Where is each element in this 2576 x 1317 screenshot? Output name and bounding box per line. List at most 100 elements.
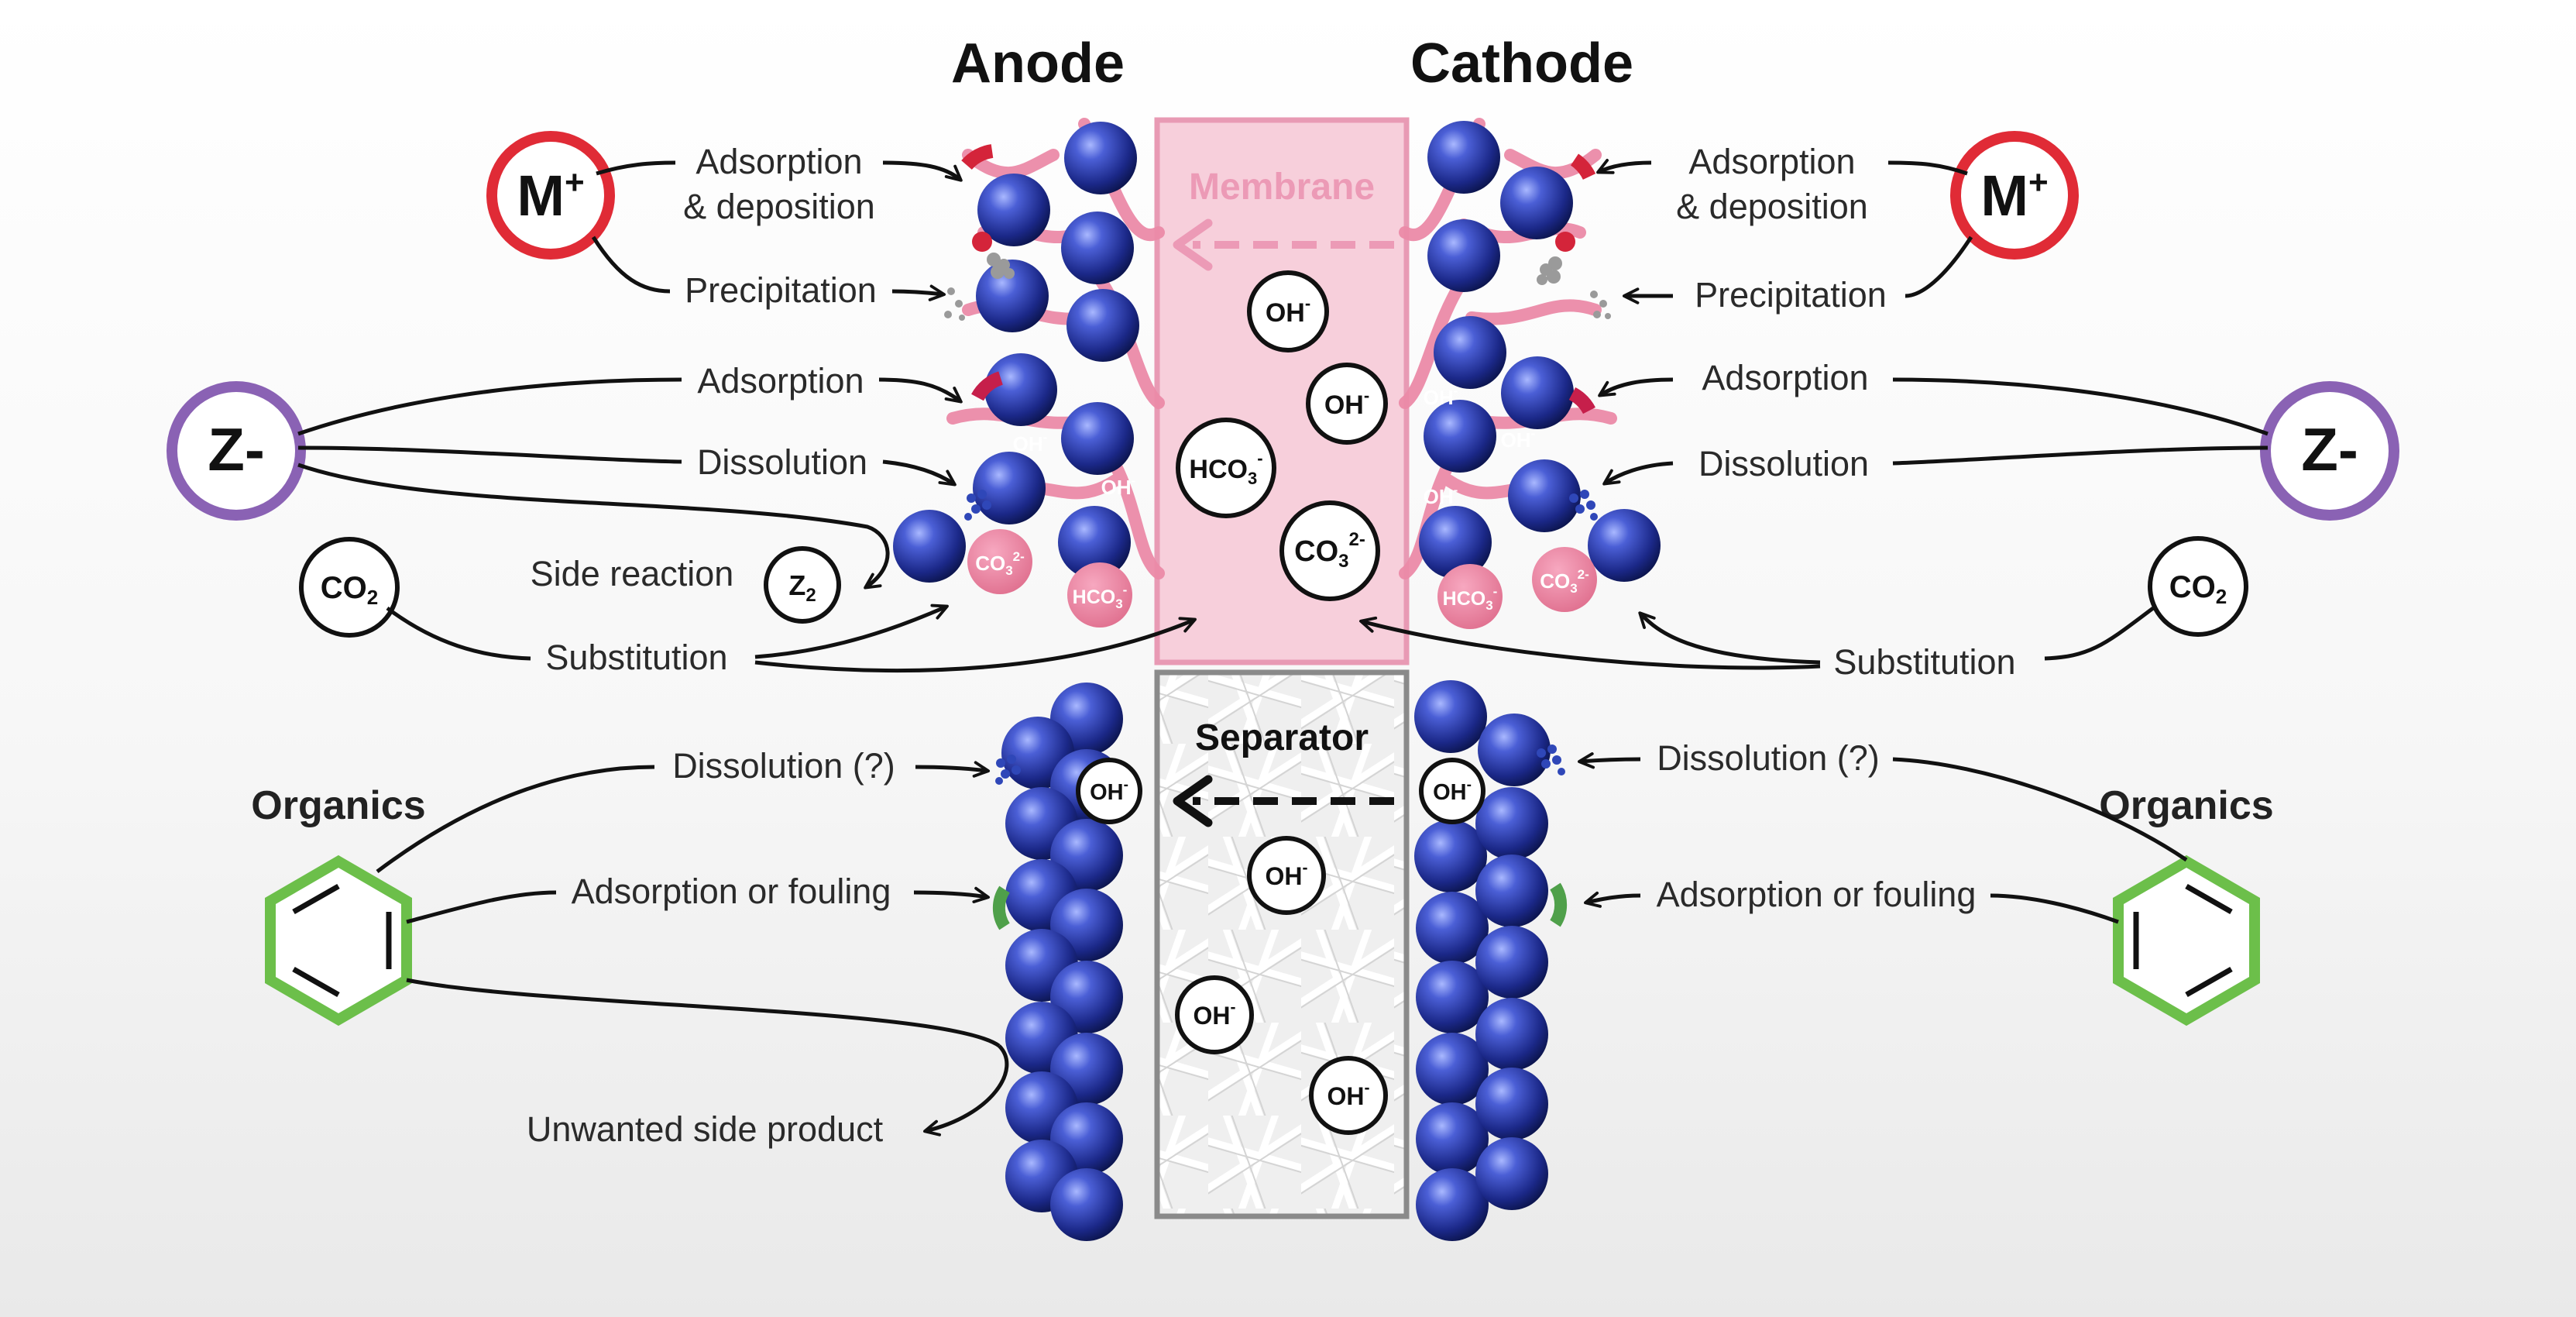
- electrode-particle: [1501, 356, 1574, 429]
- svg-text:Z-: Z-: [208, 415, 265, 483]
- anode-ionomer-oh-2: OH-: [1101, 473, 1136, 499]
- cathode-separator-oh-ion: OH-: [1419, 758, 1485, 824]
- electrode-particle: [973, 452, 1046, 524]
- cathode-label-dissolution: Dissolution: [1698, 444, 1869, 483]
- cathode-label-adsorption: Adsorption: [1702, 358, 1868, 397]
- cathode-label-adsorption-deposition-2: & deposition: [1676, 187, 1868, 226]
- cathode-label-adsorption-deposition-1: Adsorption: [1688, 142, 1855, 181]
- anode-label-substitution: Substitution: [545, 638, 727, 677]
- electrode-particle: [1414, 820, 1487, 892]
- cathode-title: Cathode: [1410, 33, 1633, 95]
- deposit-marks: [961, 144, 1596, 414]
- cathode-co3-sphere: CO32-: [1532, 547, 1597, 612]
- cathode-ionomer-oh-1: OH-: [1424, 383, 1458, 409]
- svg-text:OH-: OH-: [1424, 483, 1458, 508]
- membrane-co3-ion: CO32-: [1279, 500, 1380, 601]
- cathode-co2-species: CO2: [2148, 536, 2248, 637]
- separator-oh-ion-2: OH-: [1175, 975, 1254, 1054]
- separator-oh-ion-1: OH-: [1247, 836, 1326, 915]
- label-side-reaction: Side reaction: [531, 554, 734, 593]
- electrode-particle: [1416, 961, 1489, 1033]
- membrane-label: Membrane: [1189, 167, 1375, 208]
- label-unwanted-side-product: Unwanted side product: [527, 1109, 884, 1149]
- electrode-particle: [1475, 787, 1548, 860]
- cathode-anion-z-minus: Z-: [2260, 381, 2399, 521]
- electrode-particle: [1416, 892, 1489, 965]
- svg-text:OH-: OH-: [1501, 426, 1536, 452]
- electrode-particle: [1475, 855, 1548, 927]
- cathode-label-adsorption-fouling: Adsorption or fouling: [1657, 875, 1977, 914]
- separator-label: Separator: [1195, 717, 1369, 758]
- svg-text:Z-: Z-: [2301, 415, 2358, 483]
- reaction-arrows: [297, 159, 1821, 1136]
- fouling-marks: [992, 882, 1568, 930]
- svg-text:OH-: OH-: [1324, 386, 1369, 420]
- precipitate-marks: [944, 253, 1611, 321]
- electrode-particle: [1500, 167, 1573, 239]
- electrode-particle: [1061, 402, 1134, 475]
- svg-text:CO32-: CO32-: [975, 549, 1025, 578]
- electrode-particle: [1064, 122, 1137, 194]
- electrode-particle: [1475, 998, 1548, 1071]
- svg-text:OH-: OH-: [1101, 473, 1136, 499]
- electrode-particle: [1475, 926, 1548, 999]
- anode-label-dissolution-q: Dissolution (?): [672, 746, 895, 786]
- anode-label-adsorption-fouling: Adsorption or fouling: [572, 872, 891, 911]
- connector-lines: [297, 160, 2269, 1048]
- electrode-particle: [1434, 316, 1506, 389]
- electrode-particle: [1427, 219, 1500, 292]
- anode-label-precipitation: Precipitation: [685, 270, 877, 310]
- membrane-oh-ion-1: OH-: [1247, 270, 1329, 352]
- anode-ionomer-oh-1: OH-: [1013, 430, 1048, 456]
- membrane-hco3-ion: HCO3-: [1176, 418, 1276, 518]
- electrode-particle: [977, 174, 1050, 246]
- dissolution-marks: [964, 490, 1598, 785]
- svg-text:OH-: OH-: [1266, 859, 1308, 890]
- electrode-particle: [1416, 1102, 1489, 1175]
- svg-text:OH-: OH-: [1433, 777, 1472, 805]
- anode-label-adsorption-deposition-2: & deposition: [683, 187, 875, 226]
- anode-cation-m-plus: M+: [486, 131, 615, 260]
- svg-text:OH-: OH-: [1194, 999, 1236, 1030]
- z2-product: Z2: [764, 546, 841, 624]
- svg-text:M+: M+: [1980, 163, 2048, 228]
- cathode-label-substitution: Substitution: [1833, 642, 2015, 682]
- electrode-particle: [1066, 289, 1139, 362]
- svg-text:OH-: OH-: [1090, 777, 1128, 805]
- anode-separator-oh-ion: OH-: [1076, 758, 1142, 824]
- electrode-particle: [1475, 1068, 1548, 1140]
- anode-co3-sphere: CO32-: [967, 529, 1032, 594]
- electrode-particle: [893, 510, 966, 583]
- electrode-particle: [1416, 1033, 1489, 1106]
- svg-text:OH-: OH-: [1424, 383, 1458, 409]
- cathode-hco3-sphere: HCO3-: [1437, 564, 1503, 629]
- anode-label-adsorption: Adsorption: [697, 361, 864, 401]
- svg-text:HCO3-: HCO3-: [1073, 583, 1128, 611]
- electrode-particle: [1478, 714, 1551, 786]
- cathode-label-dissolution-q: Dissolution (?): [1657, 738, 1880, 778]
- anode-organics-label: Organics: [251, 783, 425, 828]
- separator-flow-arrow: [1173, 775, 1394, 827]
- anode-benzene-ring-icon: [265, 855, 412, 1026]
- electrode-particle: [1414, 680, 1487, 753]
- electrode-particle: [1427, 121, 1500, 194]
- electrode-particle: [1050, 1168, 1123, 1241]
- svg-text:OH-: OH-: [1327, 1079, 1370, 1110]
- separator-oh-ion-3: OH-: [1309, 1056, 1388, 1135]
- cathode-label-precipitation: Precipitation: [1695, 275, 1887, 315]
- electrode-particle: [1424, 400, 1496, 473]
- membrane-oh-ion-2: OH-: [1306, 363, 1388, 445]
- svg-text:OH-: OH-: [1013, 430, 1048, 456]
- cathode-cation-m-plus: M+: [1950, 131, 2079, 260]
- cathode-ionomer-oh-2: OH-: [1501, 426, 1536, 452]
- anode-label-adsorption-deposition-1: Adsorption: [696, 142, 862, 181]
- anode-label-dissolution: Dissolution: [697, 442, 867, 482]
- anode-anion-z-minus: Z-: [167, 381, 306, 521]
- anode-hco3-sphere: HCO3-: [1067, 562, 1132, 628]
- electrode-particle: [1475, 1137, 1548, 1210]
- membrane-flow-arrow: [1173, 218, 1394, 271]
- electrode-particle: [1588, 509, 1661, 582]
- cathode-organics-label: Organics: [2099, 783, 2273, 828]
